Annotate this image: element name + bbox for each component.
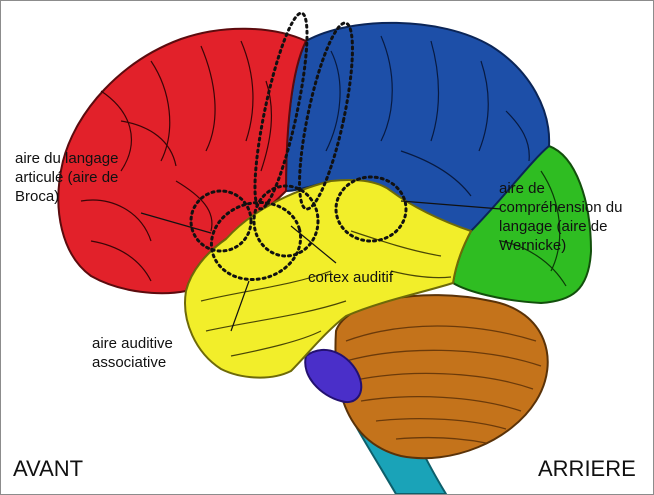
cerebellum (335, 295, 547, 458)
label-aire-auditive-associative: aire auditive associative (92, 334, 173, 372)
label-wernicke: aire de compréhension du langage (aire d… (499, 179, 622, 255)
label-broca: aire du langage articulé (aire de Broca) (15, 149, 118, 206)
label-back: ARRIERE (538, 456, 636, 482)
label-front: AVANT (13, 456, 83, 482)
label-cortex-auditif: cortex auditif (308, 268, 393, 287)
